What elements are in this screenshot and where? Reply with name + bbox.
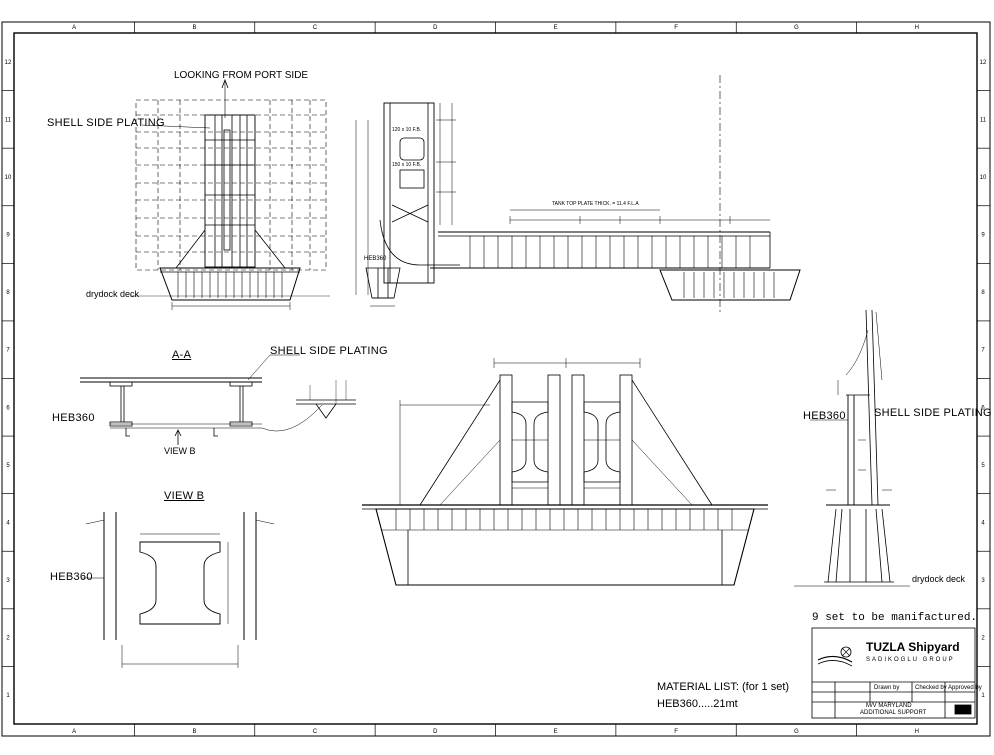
sheet-frame [1,21,991,737]
profile-heb-label: HEB360 [364,256,387,262]
border-ticks [2,22,990,736]
border-column-label: E [554,729,558,735]
border-row-label: 2 [6,636,10,642]
border-row-label: 1 [6,693,10,699]
border-column-label: C [313,25,318,31]
border-column-label: G [794,729,799,735]
border-column-label: A [72,729,76,735]
fb-note-1: 120 x 10 F.B. [392,127,422,133]
border-row-label: 4 [6,520,10,526]
fb-note-2: 150 x 10 F.B. [392,162,422,168]
border-row-label: 2 [981,636,985,642]
side-elevation-view [794,309,910,587]
border-row-label: 3 [6,578,10,584]
border-row-label: 4 [981,520,985,526]
view-b-title: VIEW B [164,490,205,502]
section-aa-title: A-A [172,349,192,361]
section-aa-view [80,354,356,445]
border-column-label: G [794,25,799,31]
border-row-label: 3 [981,578,985,584]
border-row-label: 7 [981,348,985,354]
material-qualifier: (for 1 set) [741,681,790,693]
port-side-view [130,78,330,310]
border-row-label: 6 [6,405,10,411]
border-row-label: 9 [981,233,985,239]
border-column-label: B [193,25,197,31]
section-aa-shell-label: SHELL SIDE PLATING [270,345,388,357]
material-item: HEB360.....21mt [657,698,738,710]
border-column-label: D [433,729,438,735]
approved-by-label: Approved by [948,685,982,691]
border-row-label: 12 [980,60,987,66]
material-list: MATERIAL LIST: (for 1 set) [657,682,789,693]
border-row-label: 7 [6,348,10,354]
border-row-label: 5 [6,463,10,469]
border-column-label: D [433,25,438,31]
section-aa-heb-label: HEB360 [52,412,95,424]
border-column-label: E [554,25,558,31]
manufacture-note: 9 set to be manifactured. [812,612,978,624]
port-view-title: LOOKING FROM PORT SIDE [174,70,309,81]
drawn-by-label: Drawn by [874,685,900,691]
project-line-2: ADDITIONAL SUPPORT [860,710,927,716]
border-row-label: 11 [980,117,987,123]
port-deck-label: drydock deck [86,289,140,299]
checked-by-label: Checked by [915,685,947,691]
border-row-label: 9 [6,233,10,239]
project-line-1: M/V MARYLAND [866,703,912,709]
company-name: TUZLA Shipyard [866,640,960,654]
side-deck-label: drydock deck [912,574,966,584]
border-row-label: 10 [980,175,987,181]
border-column-label: A [72,25,76,31]
border-row-label: 11 [5,117,12,123]
company-group: SADIKOGLU GROUP [866,657,955,663]
border-column-label: F [674,729,678,735]
border-row-label: 5 [981,463,985,469]
tank-top-note: TANK TOP PLATE THICK. = 11.4 F.L.A [552,201,639,207]
border-row-label: 10 [5,175,12,181]
view-b-view [82,512,275,668]
side-shell-label: SHELL SIDE PLATING [874,407,992,419]
border-column-label: H [915,25,919,31]
hull-profile-view [355,75,801,315]
border-column-label: C [313,729,318,735]
border-column-label: F [674,25,678,31]
border-row-label: 6 [981,405,985,411]
material-title: MATERIAL LIST: [657,681,739,693]
border-row-label: 8 [6,290,10,296]
view-b-reference: VIEW B [164,446,196,456]
border-row-label: 1 [981,693,985,699]
border-row-label: 8 [981,290,985,296]
main-support-view [362,358,768,586]
view-b-heb-label: HEB360 [50,571,93,583]
border-row-label: 12 [5,60,12,66]
port-shell-label: SHELL SIDE PLATING [47,117,165,129]
title-block [811,627,976,719]
border-column-label: B [193,729,197,735]
side-heb-label: HEB360 [803,410,846,422]
border-column-label: H [915,729,919,735]
